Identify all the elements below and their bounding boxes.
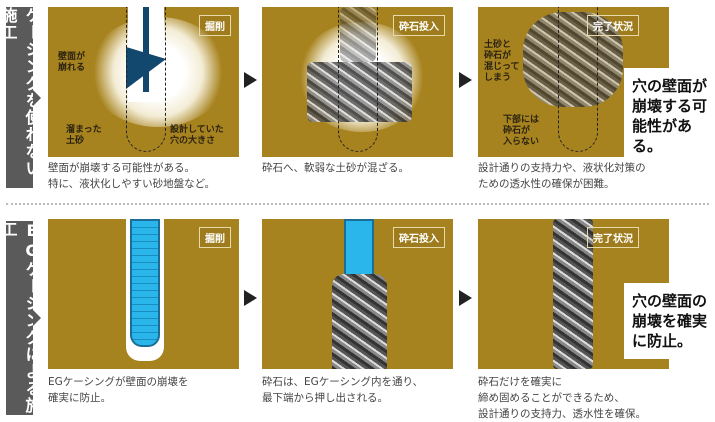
design-hole-outline [558, 7, 598, 152]
caption: 砕石だけを確実に 締め固めることができるため、 設計通りの支持力、透水性を確保。 [478, 376, 646, 420]
eg-casing-icon [344, 219, 374, 279]
note-accumulated-soil: 溜まった 土砂 [66, 125, 102, 146]
caption: 砕石は、EGケーシング内を通り、 最下端から押し出される。 [262, 376, 424, 404]
callout-prevention: 穴の壁面の 崩壊を確実 に防止。 [624, 283, 715, 359]
caption: 設計通りの支持力や、液状化対策の ための透水性の確保が困難。 [478, 162, 646, 190]
step-tag: 掘削 [199, 15, 231, 36]
panel-excavation-eg-casing: 掘削 [48, 219, 239, 369]
step-tag: 砕石投入 [393, 227, 445, 248]
note-wall-collapse: 壁面が 崩れる [58, 52, 86, 73]
design-hole-outline [338, 7, 378, 152]
caption: EGケーシングが壁面の崩壊を 確実に防止。 [48, 376, 189, 404]
panel-excavation-no-casing: 掘削 壁面が 崩れる 溜まった 土砂 設計していた 穴の大きさ [48, 7, 239, 157]
caption: 砕石へ、軟弱な土砂が混ざる。 [262, 162, 409, 174]
panel-gravel-eg-casing: 砕石投入 [262, 219, 453, 369]
callout-risk: 穴の壁面が 崩壊する可 能性がある。 [624, 68, 715, 164]
step-tag: 掘削 [199, 227, 231, 248]
mixed-gravel-graphic [523, 12, 623, 107]
step-tag: 完了状況 [587, 15, 639, 36]
gravel-column-graphic [553, 219, 593, 369]
gravel-column-graphic [332, 274, 387, 369]
row-label-eg-casing: EGケーシングによる施工 [0, 221, 42, 415]
row-divider [6, 203, 709, 205]
design-hole-outline [126, 7, 166, 152]
auger-shaft-icon [143, 7, 149, 92]
next-arrow-icon [459, 72, 472, 88]
step-tag: 砕石投入 [393, 15, 445, 36]
step-tag: 完了状況 [587, 227, 639, 248]
row-label-no-casing: ケーシングを使わない施工 [0, 7, 42, 188]
eg-casing-icon [130, 219, 160, 347]
caption: 壁面が崩壊する可能性がある。 特に、液状化しやすい砂地盤など。 [48, 162, 216, 190]
next-arrow-icon [244, 72, 257, 88]
note-no-gravel-bottom: 下部には 砕石が 入らない [503, 115, 540, 147]
next-arrow-icon [459, 290, 472, 306]
next-arrow-icon [244, 290, 257, 306]
note-design-size: 設計していた 穴の大きさ [170, 125, 224, 146]
note-mixed-soil: 土砂と 砕石が 混じって しまう [484, 40, 520, 83]
mixed-gravel-graphic [307, 62, 412, 122]
panel-gravel-no-casing: 砕石投入 [262, 7, 453, 157]
